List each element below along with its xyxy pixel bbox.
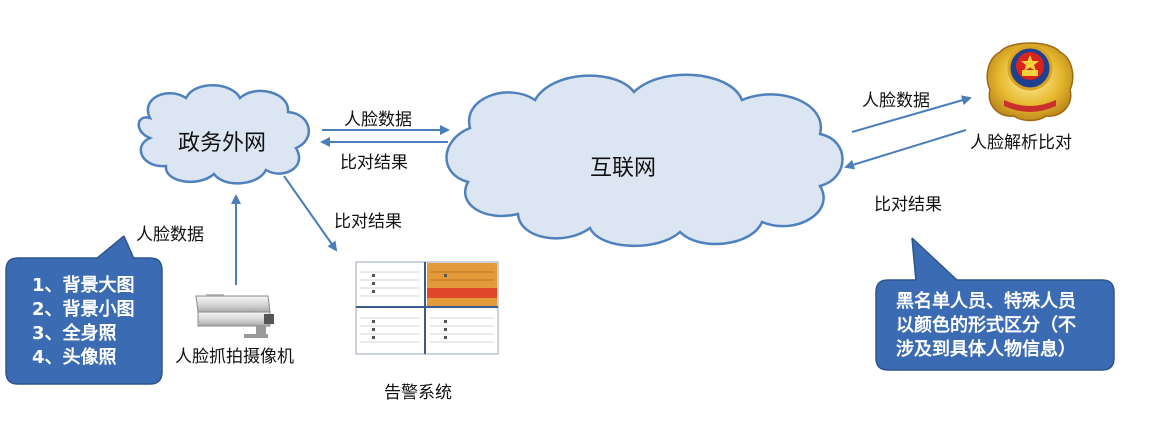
camera-label: 人脸抓拍摄像机 — [175, 347, 294, 367]
camera-icon — [195, 294, 274, 338]
right-callout-text: 黑名单人员、特殊人员 以颜色的形式区分（不 涉及到具体人物信息） — [896, 290, 1076, 362]
alarm-system-screen — [355, 261, 499, 355]
police-badge-icon — [986, 42, 1074, 122]
arrow-police-to-internet — [844, 129, 967, 170]
edge-label-gov-to-alarm: 比对结果 — [334, 212, 402, 232]
left-callout-line: 2、背景小图 — [32, 299, 135, 320]
right-callout-line: 黑名单人员、特殊人员 — [896, 291, 1076, 312]
edge-label-camera-to-gov: 人脸数据 — [136, 225, 204, 245]
left-callout-shape — [5, 235, 163, 385]
edge-label-internet-to-police: 人脸数据 — [862, 91, 930, 111]
internet-cloud — [445, 73, 844, 248]
police-analysis-label: 人脸解析比对 — [970, 133, 1072, 153]
edge-label-gov-to-internet: 人脸数据 — [344, 110, 412, 130]
gov-network-label: 政务外网 — [178, 131, 267, 156]
arrow-gov-to-alarm — [283, 175, 338, 252]
arrow-internet-to-police — [851, 95, 972, 133]
left-callout-line: 4、头像照 — [32, 347, 117, 368]
edge-label-police-to-internet: 比对结果 — [874, 195, 942, 215]
right-callout-line: 涉及到具体人物信息） — [896, 339, 1076, 360]
right-callout-line: 以颜色的形式区分（不 — [896, 315, 1076, 336]
left-callout-line: 3、全身照 — [32, 323, 117, 344]
left-callout-text: 1、背景大图 2、背景小图 3、全身照 4、头像照 — [32, 274, 135, 370]
gov-network-cloud — [137, 84, 311, 185]
internet-label: 互联网 — [590, 156, 657, 181]
left-callout-line: 1、背景大图 — [32, 275, 135, 296]
right-callout-shape — [875, 237, 1115, 371]
alarm-system-label: 告警系统 — [384, 383, 452, 403]
edge-label-internet-to-gov: 比对结果 — [340, 153, 408, 173]
